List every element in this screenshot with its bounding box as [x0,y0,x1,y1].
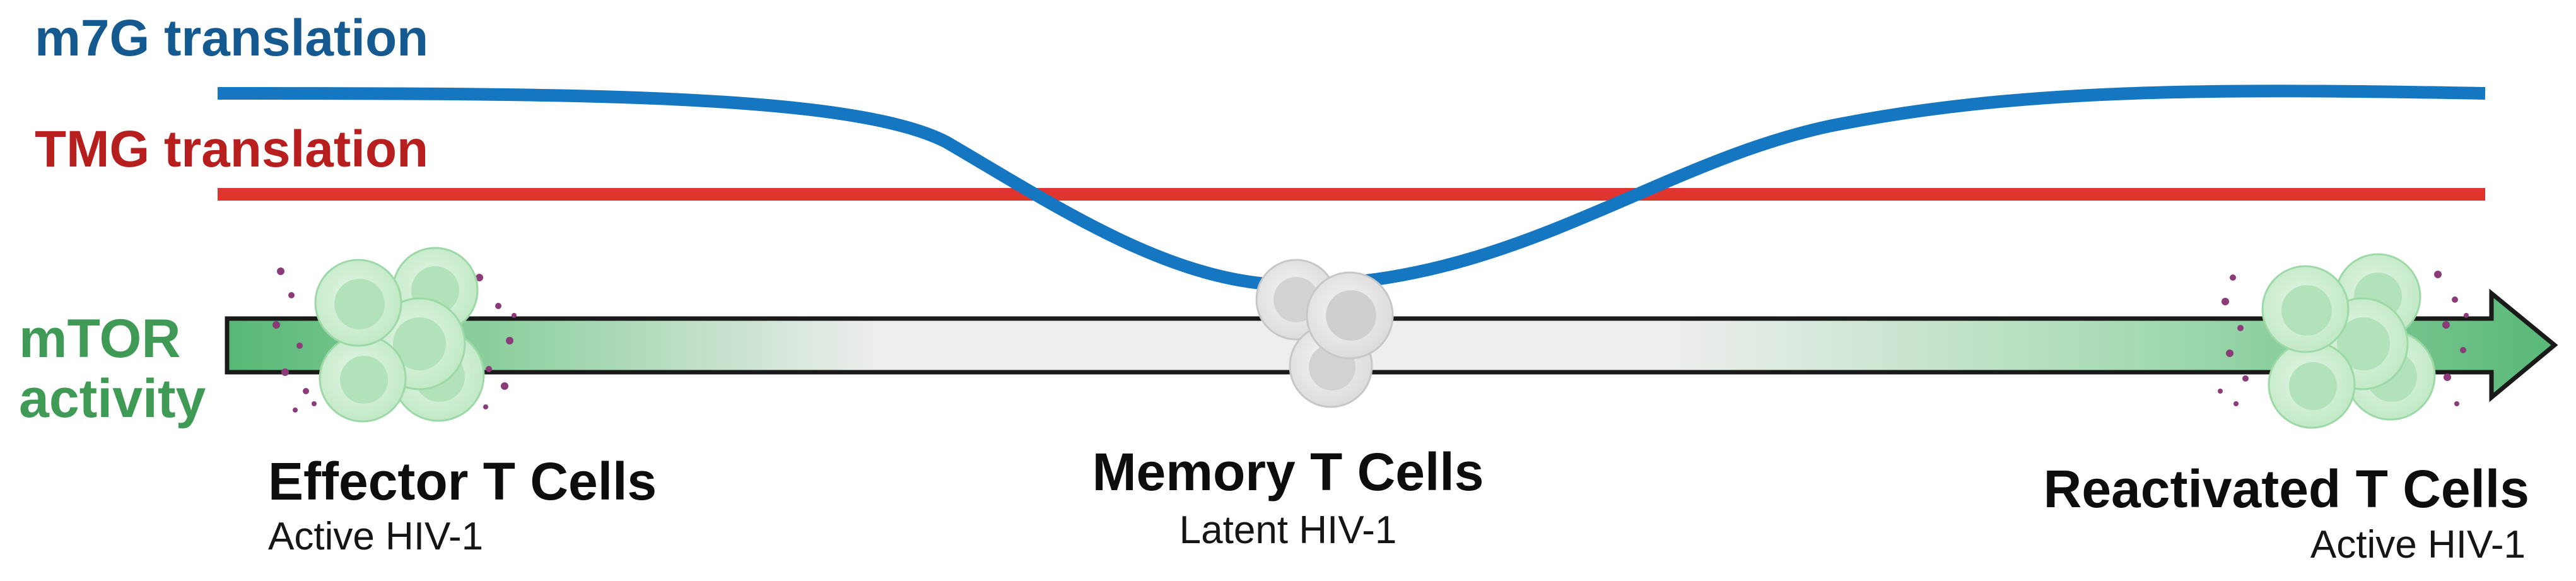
effector-t-cells-title: Effector T Cells [268,452,657,511]
effector-cell-particles [272,267,517,413]
memory-t-cell-cluster [1255,259,1394,408]
tmg-translation-label: TMG translation [35,120,429,178]
memory-t-cells-subtitle: Latent HIV-1 [1179,508,1397,552]
effector-t-cell-cluster [272,247,517,423]
m7g-translation-label: m7G translation [35,9,429,67]
reactivated-cell-particles [2218,271,2469,406]
effector-t-cells-subtitle: Active HIV-1 [268,515,484,558]
reactivated-t-cells-title: Reactivated T Cells [2043,459,2529,519]
reactivated-t-cell-cluster [2218,253,2469,429]
mtor-activity-arrow [225,288,2558,402]
mtor-activity-label: mTOR activity [19,308,206,429]
memory-t-cells-title: Memory T Cells [1092,442,1484,502]
reactivated-t-cells-subtitle: Active HIV-1 [2310,523,2526,566]
